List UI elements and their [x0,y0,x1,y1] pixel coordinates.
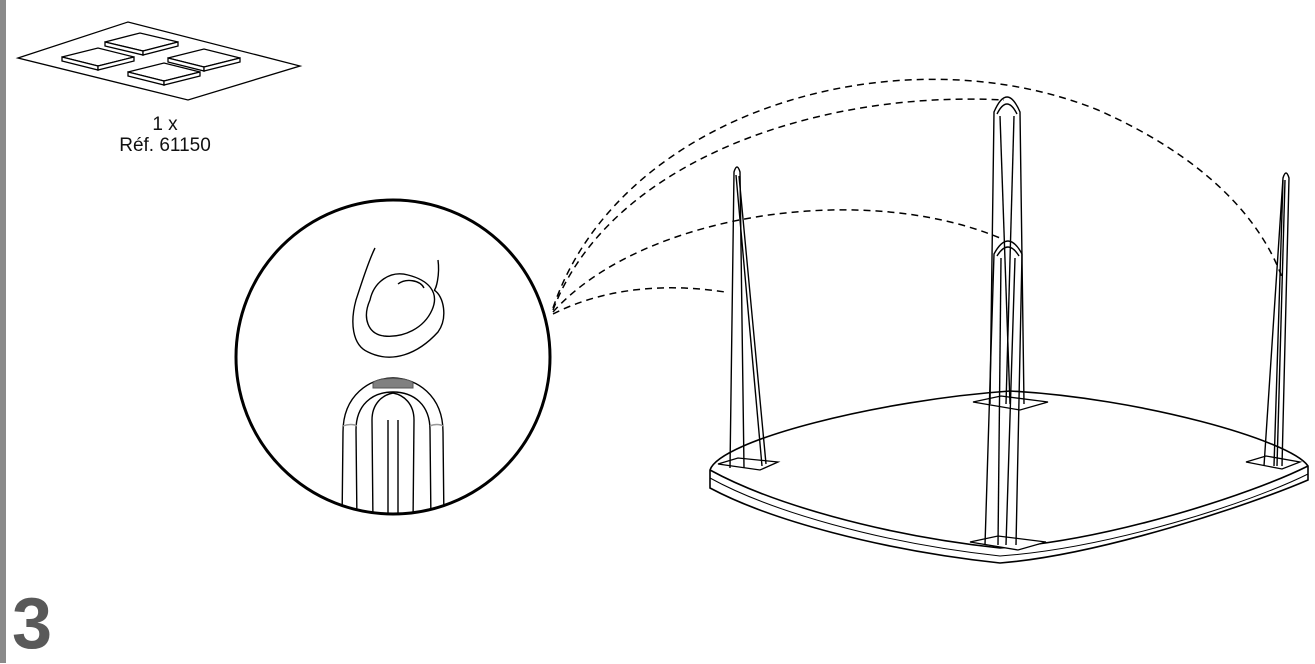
step-number: 3 [12,584,53,664]
guide-arcs [552,78,1284,315]
hairpin-leg-icon [984,240,1023,546]
felt-pad-icon [372,378,414,389]
felt-pads-sheet-icon [15,21,303,101]
part-quantity: 1 x [152,114,178,135]
guide-arc-front-leg [552,209,1001,313]
thumb-press-detail-icon [234,198,552,516]
hairpin-leg-icon [729,166,767,469]
part-reference: Réf. 61150 [119,135,211,156]
part-callout: 1 x Réf. 61150 [10,14,310,164]
hairpin-leg-icon [989,96,1025,405]
guide-arc-back-leg [552,98,1005,311]
table-top-icon [709,390,1309,564]
guide-arc-right-leg [552,78,1284,309]
page-left-border [0,0,6,663]
hairpin-leg-icon [1263,172,1290,467]
guide-arc-left-leg [552,287,726,315]
